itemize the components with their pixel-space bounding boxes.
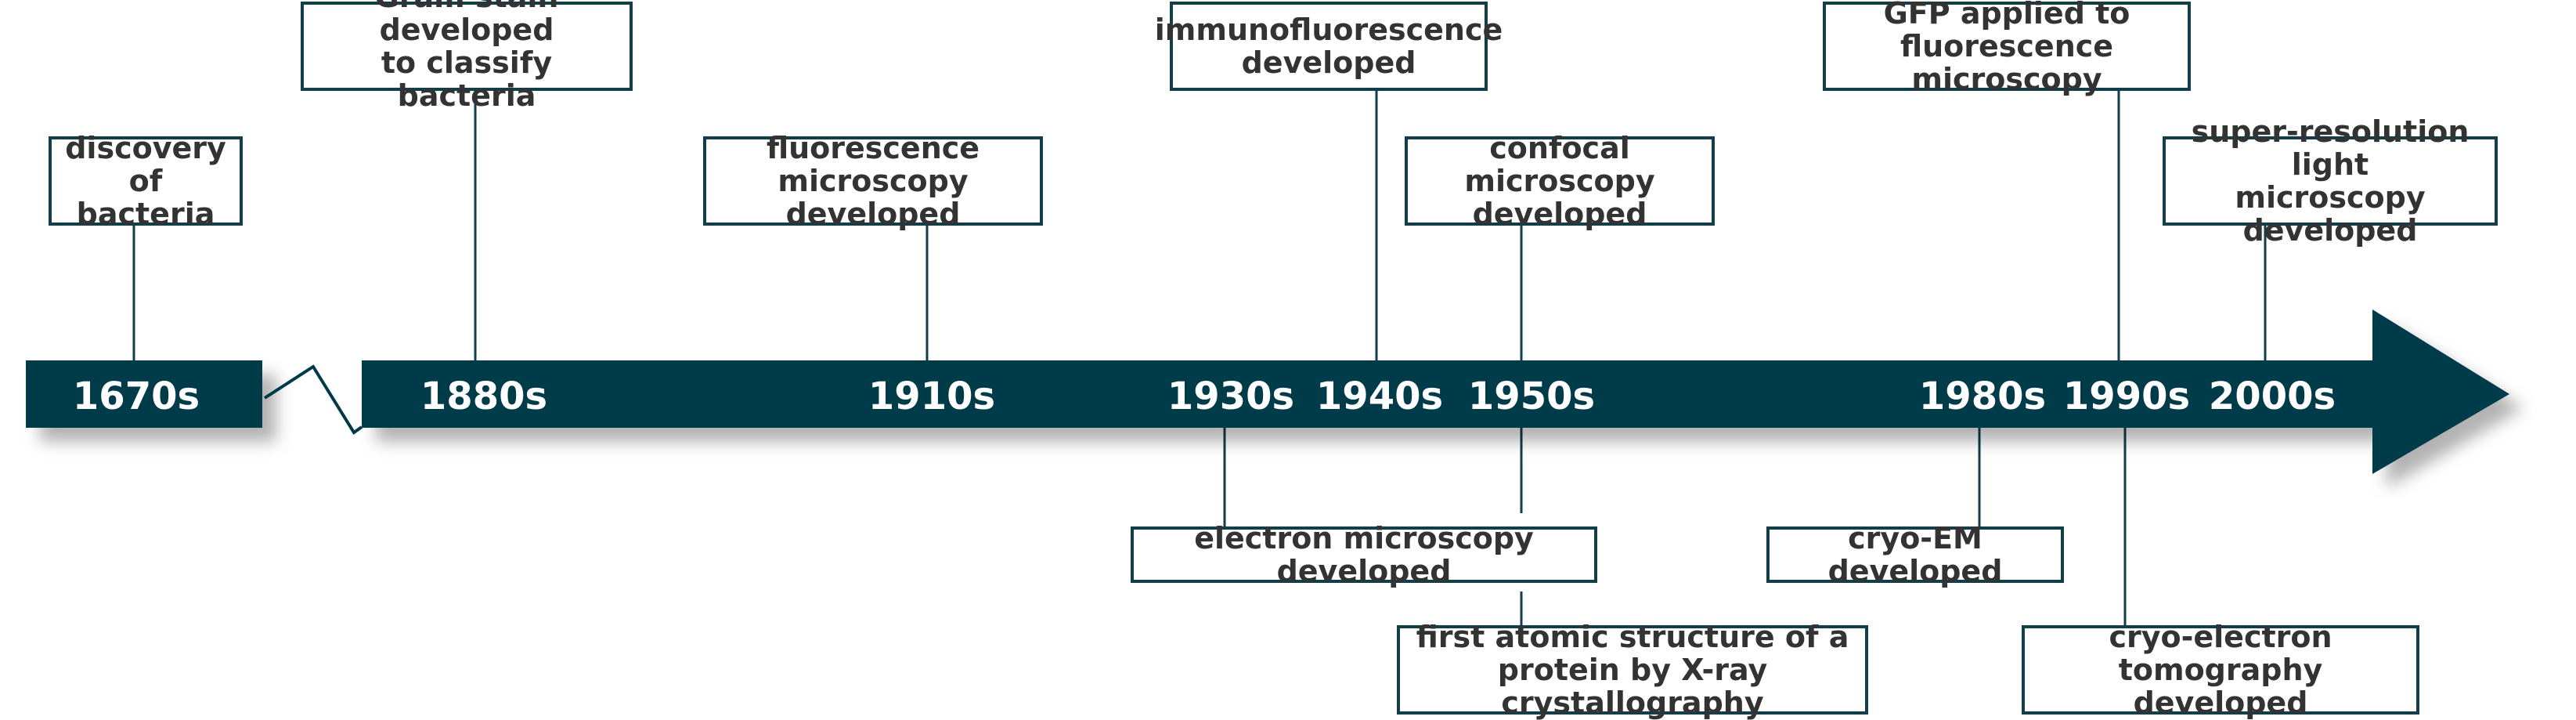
timeline-bands	[26, 309, 2509, 474]
axis-break-marker	[263, 364, 363, 435]
year-label-1930s: 1930s	[1167, 374, 1295, 418]
event-box-gram-stain: Gram stain developed to classify bacteri…	[301, 0, 633, 112]
year-label-2000s: 2000s	[2208, 374, 2336, 418]
event-box-confocal-microscopy: confocal microscopy developed	[1405, 132, 1715, 230]
event-box-cryo-em: cryo-EM developed	[1766, 522, 2064, 588]
year-label-1670s: 1670s	[72, 374, 200, 418]
year-label-1940s: 1940s	[1315, 374, 1444, 418]
year-label-1910s: 1910s	[868, 374, 996, 418]
event-box-super-resolution: super-resolution light microscopy develo…	[2163, 115, 2498, 247]
year-label-1880s: 1880s	[420, 374, 548, 418]
connector-lines	[132, 89, 2267, 627]
year-label-1990s: 1990s	[2062, 374, 2191, 418]
main-timeline-arrow	[362, 309, 2509, 474]
event-box-electron-microscopy: electron microscopy developed	[1131, 522, 1597, 588]
early-timeline-band	[26, 360, 262, 428]
event-box-fluorescence-microscopy: fluorescence microscopy developed	[703, 132, 1043, 230]
event-box-cryo-electron-tomography: cryo-electron tomography developed	[2022, 621, 2419, 719]
event-box-discovery-of-bacteria: discovery of bacteria	[49, 132, 243, 230]
year-label-1980s: 1980s	[1918, 374, 2047, 418]
event-box-immunofluorescence: immunofluorescence developed	[1155, 2, 1503, 91]
year-label-1950s: 1950s	[1467, 374, 1596, 418]
event-box-protein-structure: first atomic structure of a protein by X…	[1397, 621, 1868, 719]
event-box-gfp: GFP applied to fluorescence microscopy	[1823, 0, 2191, 96]
